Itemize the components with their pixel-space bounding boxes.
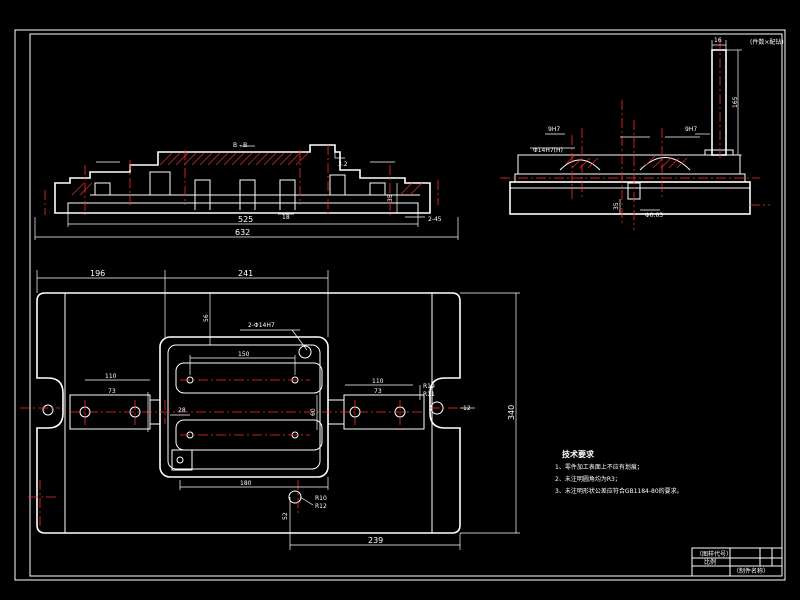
- front-dim-525: 525: [238, 215, 253, 224]
- front-hatch: [71, 152, 423, 196]
- plan-dim-r12: R12: [315, 503, 327, 510]
- front-dim-632: 632: [235, 228, 250, 237]
- plan-left-pad-step: [150, 399, 160, 425]
- plan-dim-150: 150: [238, 351, 250, 358]
- plan-dim-52: 52: [282, 512, 289, 520]
- plan-dim-28: 28: [178, 407, 186, 414]
- plan-small-block: [171, 449, 193, 471]
- notes-item-2: 2、未注明圆角均为R3；: [555, 475, 621, 483]
- side-column: [711, 49, 727, 156]
- plan-dim-r10: R10: [315, 495, 327, 502]
- plan-inner-outline: [64, 293, 433, 533]
- side-note-tr: (件数×配钻): [750, 38, 784, 46]
- plan-dim-r11: R11: [423, 391, 435, 398]
- title-block: （图样代号） 比例 （制件名称）: [691, 547, 783, 577]
- plan-center-boss: [159, 336, 329, 478]
- front-dim-chamfer: 2-45: [428, 216, 442, 223]
- plan-lower-slot: [175, 419, 323, 451]
- notes-item-1: 1、零件加工表面上不应有划痕；: [555, 463, 643, 471]
- plan-center-boss-inner: [167, 344, 321, 470]
- front-dim-35: 35: [387, 194, 394, 202]
- plan-dim-r19: R19: [423, 383, 435, 390]
- front-dim-18: 18: [282, 214, 290, 221]
- plan-dim-side-12: 12: [463, 405, 471, 412]
- side-base-step: [510, 173, 750, 189]
- plan-dim-340: 340: [507, 405, 516, 420]
- plan-upper-slot: [175, 362, 323, 394]
- front-centerlines: [44, 145, 439, 215]
- front-dimensions: [34, 183, 459, 240]
- plan-view: 196 241 56 2-Φ14H7 150 110 73 110 73 R19…: [20, 269, 520, 550]
- side-dim-height: 165: [732, 96, 739, 108]
- drawing-border: [14, 29, 786, 581]
- front-section-view: 632 525 18 35 2-45 3.2 B - B: [34, 142, 459, 240]
- plan-dim-left-110: 110: [105, 373, 117, 380]
- side-fit-left: 9H7: [548, 126, 560, 133]
- side-dim-bottom: Φ0.03: [645, 212, 663, 219]
- side-hatch: [564, 154, 688, 169]
- title-block-scale: 比例: [704, 558, 716, 566]
- plan-dim-180: 180: [240, 480, 252, 487]
- front-section-ribs: [94, 171, 386, 210]
- front-section-inner: [67, 194, 420, 213]
- notes-title: 技术要求: [562, 449, 595, 459]
- side-dim-base: 35: [613, 202, 620, 210]
- title-block-name: （制件名称）: [733, 567, 769, 575]
- plan-dim-196: 196: [90, 269, 105, 278]
- plan-outline: [36, 292, 461, 534]
- front-leader-lines: [96, 145, 395, 163]
- title-block-code: （图样代号）: [696, 550, 732, 558]
- side-upper-body: [517, 154, 741, 174]
- front-section-label: B - B: [233, 142, 247, 149]
- side-dim-top-width: 16: [714, 37, 722, 44]
- front-dim-callout: 3.2: [338, 161, 348, 168]
- side-centerlines: [500, 40, 770, 230]
- technical-notes: 技术要求 1、零件加工表面上不应有划痕； 2、未注明圆角均为R3； 3、未注明形…: [555, 449, 683, 495]
- plan-dim-60: 60: [310, 408, 317, 416]
- side-left-fixture: [559, 159, 601, 171]
- plan-dim-241: 241: [238, 269, 253, 278]
- plan-dim-56: 56: [203, 314, 210, 322]
- inner-frame: [29, 33, 783, 577]
- plan-dim-239: 239: [368, 536, 383, 545]
- side-fit-right: 9H7: [685, 126, 697, 133]
- side-hole-callout: Φ14H7(H): [533, 147, 563, 154]
- side-right-fixture: [639, 157, 691, 171]
- notes-item-3: 3、未注明形状公差应符合GB1184-80的要求。: [555, 487, 683, 495]
- plan-dim-right-73: 73: [374, 388, 382, 395]
- side-view: 9H7 9H7 Φ14H7(H) 16 165 35 Φ0.03 (件数×配钻): [500, 37, 784, 230]
- plan-dimensions: [36, 270, 520, 550]
- plan-dim-right-110: 110: [372, 378, 384, 385]
- plan-dim-left-73: 73: [108, 388, 116, 395]
- side-dimensions: [530, 40, 742, 214]
- plan-right-pad-step: [328, 399, 344, 425]
- plan-dim-holes: 2-Φ14H7: [248, 322, 275, 329]
- side-base-plate: [509, 181, 751, 215]
- plan-centerlines: [20, 379, 470, 530]
- side-column-foot: [704, 149, 734, 155]
